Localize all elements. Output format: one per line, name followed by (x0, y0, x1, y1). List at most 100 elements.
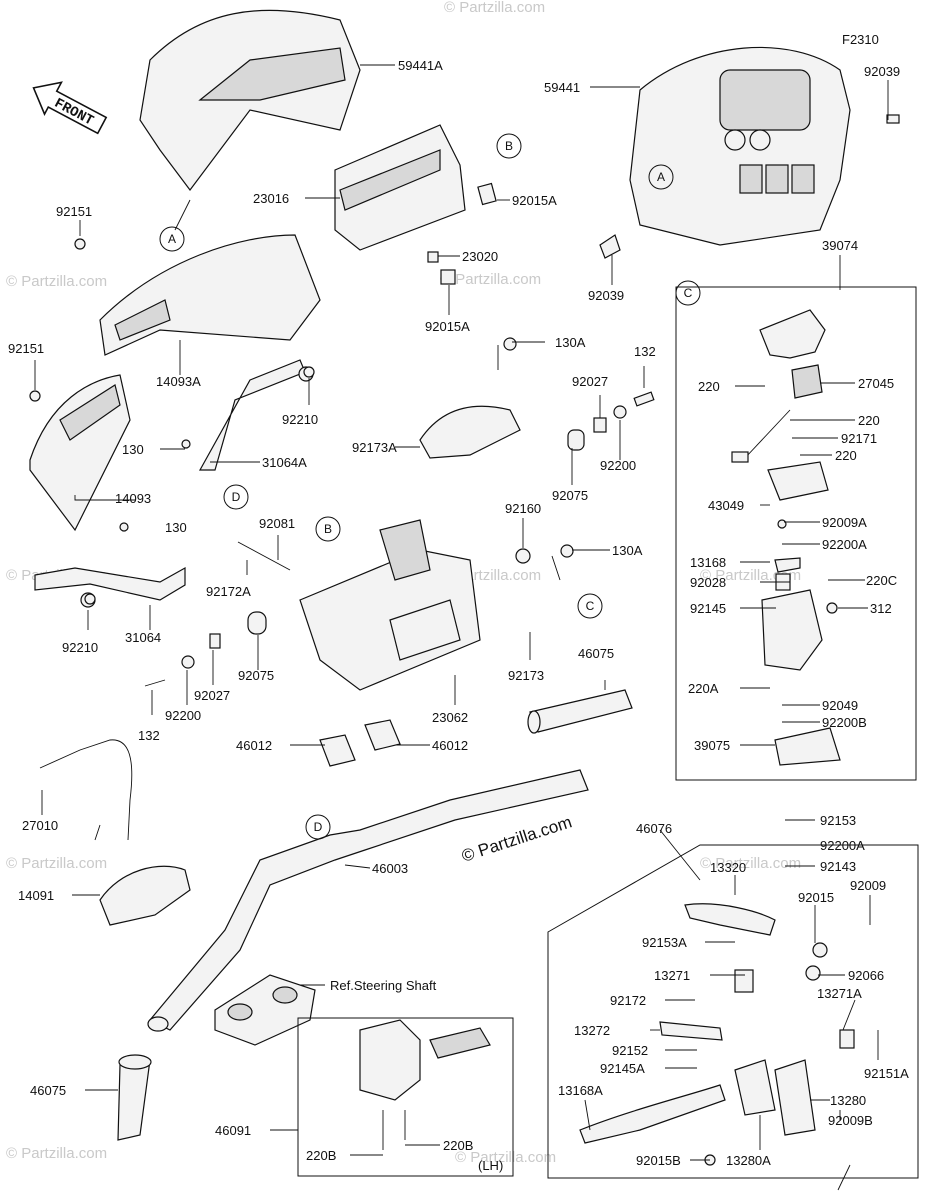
clutch-box-46076 (547, 844, 919, 1191)
callout-d-2: D (305, 814, 331, 840)
part-number-43049: 43049 (708, 498, 744, 513)
part-number-46075: 46075 (578, 646, 614, 661)
callout-c-1: C (675, 280, 701, 306)
part-number-13271: 13271 (654, 968, 690, 983)
bracket-23062 (299, 519, 481, 691)
handlebar-46003 (147, 769, 589, 1032)
part-number-220b: 220B (443, 1138, 473, 1153)
part-number-220b: 220B (306, 1148, 336, 1163)
front-arrow: FRONT (32, 81, 108, 135)
part-number-39074: 39074 (822, 238, 858, 253)
watermark: © Partzilla.com (455, 1149, 556, 1166)
part-number-132: 132 (634, 344, 656, 359)
part-number-27010: 27010 (22, 818, 58, 833)
holders-46012 (319, 719, 401, 767)
part-number-92143: 92143 (820, 859, 856, 874)
leader-lines (34, 64, 889, 1161)
part-number-92075: 92075 (238, 668, 274, 683)
callout-b-1: B (496, 133, 522, 159)
guard-14093 (29, 374, 131, 532)
callout-c-label: C (684, 286, 693, 300)
part-number-92153a: 92153A (642, 935, 687, 950)
part-number-92066: 92066 (848, 968, 884, 983)
part-number-46076: 46076 (636, 821, 672, 836)
part-number-39075: 39075 (694, 738, 730, 753)
watermark: © Partzilla.com (700, 855, 801, 872)
part-number-92160: 92160 (505, 501, 541, 516)
part-number-92173a: 92173A (352, 440, 397, 455)
part-number-13168a: 13168A (558, 1083, 603, 1098)
part-number-312: 312 (870, 601, 892, 616)
part-number-31064a: 31064A (262, 455, 307, 470)
part-number-14091: 14091 (18, 888, 54, 903)
part-number-46003: 46003 (372, 861, 408, 876)
part-number-13271a: 13271A (817, 986, 862, 1001)
callout-c-2: C (577, 593, 603, 619)
callout-a-label: A (657, 170, 665, 184)
part-number-92049: 92049 (822, 698, 858, 713)
callout-a-1: A (159, 226, 185, 252)
part-number-92009b: 92009B (828, 1113, 873, 1128)
part-number-46075: 46075 (30, 1083, 66, 1098)
part-number-130a: 130A (555, 335, 586, 350)
part-number-92173: 92173 (508, 668, 544, 683)
callout-b-label: B (324, 522, 332, 536)
part-number-23016: 23016 (253, 191, 289, 206)
callout-d-label: D (314, 820, 323, 834)
part-number-23062: 23062 (432, 710, 468, 725)
part-number-13272: 13272 (574, 1023, 610, 1038)
callout-a-2: A (648, 164, 674, 190)
part-number-92200: 92200 (165, 708, 201, 723)
diagram-code: F2310 (842, 32, 879, 47)
watermark: © Partzilla.com (444, 0, 545, 16)
part-number-92027: 92027 (194, 688, 230, 703)
copyright-notice: © Partzilla.com (459, 812, 574, 865)
bracket-31064 (34, 522, 186, 608)
watermark: © Partzilla.com (6, 273, 107, 290)
part-number-46091: 46091 (215, 1123, 251, 1138)
part-number-92200: 92200 (600, 458, 636, 473)
callout-b-label: B (505, 139, 513, 153)
part-number-92151: 92151 (56, 204, 92, 219)
callout-d-1: D (223, 484, 249, 510)
part-number-92015b: 92015B (636, 1153, 681, 1168)
part-number-92153: 92153 (820, 813, 856, 828)
callout-b-2: B (315, 516, 341, 542)
part-number-92015: 92015 (798, 890, 834, 905)
part-number-130: 130 (165, 520, 187, 535)
callout-d-label: D (232, 490, 241, 504)
part-number-92172a: 92172A (206, 584, 251, 599)
lh-switch-box (297, 1017, 514, 1177)
part-number-23020: 23020 (462, 249, 498, 264)
part-number-13280: 13280 (830, 1093, 866, 1108)
part-number-92210: 92210 (282, 412, 318, 427)
part-number-92015a: 92015A (425, 319, 470, 334)
callout-c-label: C (586, 599, 595, 613)
part-number-92009: 92009 (850, 878, 886, 893)
part-number-92039: 92039 (588, 288, 624, 303)
part-number-92152: 92152 (612, 1043, 648, 1058)
part-number-92171: 92171 (841, 431, 877, 446)
part-number-14093: 14093 (115, 491, 151, 506)
part-number-13320: 13320 (710, 860, 746, 875)
part-number-92015a: 92015A (512, 193, 557, 208)
part-number-92200b: 92200B (822, 715, 867, 730)
headlight-23016 (334, 124, 497, 285)
part-number-46012: 46012 (236, 738, 272, 753)
part-number-92172: 92172 (610, 993, 646, 1008)
meter-cover-59441 (599, 46, 900, 259)
watermark: © Partzilla.com (6, 1145, 107, 1162)
cover-59441a (139, 9, 361, 231)
part-number-130: 130 (122, 442, 144, 457)
part-number-220c: 220C (866, 573, 897, 588)
grip-46075-right (527, 689, 633, 734)
part-number-92145: 92145 (690, 601, 726, 616)
throttle-box-39074 (675, 286, 917, 781)
part-number-220a: 220A (688, 681, 719, 696)
part-number-92210: 92210 (62, 640, 98, 655)
part-number-46012: 46012 (432, 738, 468, 753)
part-number-92028: 92028 (690, 575, 726, 590)
part-number-220: 220 (858, 413, 880, 428)
guard-14093a (74, 234, 321, 356)
